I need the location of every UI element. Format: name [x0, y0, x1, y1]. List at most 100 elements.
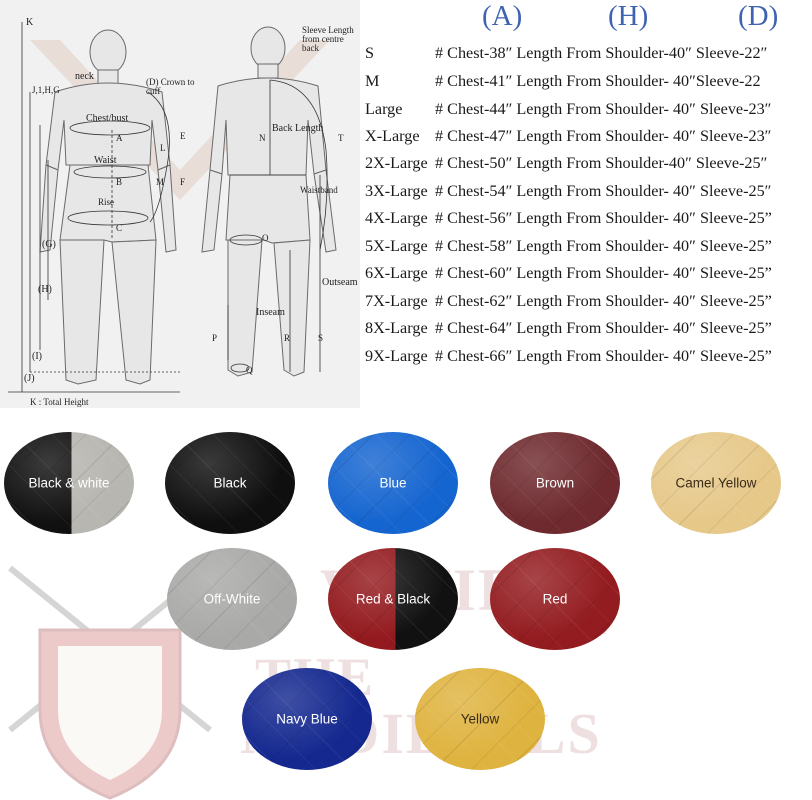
label-t: T	[338, 133, 344, 143]
label-s: S	[318, 333, 324, 343]
size-spec: # Chest-38″ Length From Shoulder-40″ Sle…	[435, 44, 768, 62]
quilt-texture	[165, 432, 295, 534]
size-label: 5X-Large	[365, 237, 428, 255]
size-row: S # Chest-38″ Length From Shoulder-40″ Sl…	[362, 44, 812, 68]
swatch-label: Brown	[535, 475, 575, 491]
label-r: R	[284, 333, 291, 343]
size-row: Large # Chest-44″ Length From Shoulder- 4…	[362, 100, 812, 124]
size-label: 9X-Large	[365, 347, 428, 365]
measurement-diagram: K J,1,H,G neck (D) Crown to cuff Chest/b…	[0, 0, 360, 408]
label-rise: Rise	[98, 197, 115, 207]
swatch-red[interactable]: Red	[490, 548, 620, 650]
label-crown-to-cuff: (D) Crown to cuff	[146, 77, 195, 96]
label-neck: neck	[75, 71, 94, 82]
size-row: 6X-Large# Chest-60″ Length From Shoulder…	[362, 264, 812, 288]
quilt-texture	[328, 432, 458, 534]
size-row: 8X-Large # Chest-64″ Length From Shoulder…	[362, 319, 812, 343]
label-o: O	[262, 233, 269, 243]
label-outseam: Outseam	[322, 277, 358, 288]
size-row: 7X-Large# Chest-62″ Length From Shoulder…	[362, 292, 812, 316]
swatch-red-black[interactable]: Red & Black	[328, 548, 458, 650]
size-label: X-Large	[365, 127, 420, 145]
size-spec: # Chest-60″ Length From Shoulder- 40″ Sl…	[435, 264, 772, 282]
size-label: 4X-Large	[365, 209, 428, 227]
quilt-texture	[328, 548, 458, 650]
quilt-texture	[415, 668, 545, 770]
label-p: P	[212, 333, 218, 343]
header-length: (H)	[608, 0, 649, 32]
size-chart-table: (A) (H) (D) S# Chest-38″ Length From Sho…	[362, 0, 812, 380]
label-i: (I)	[32, 351, 42, 362]
size-spec: # Chest-58″ Length From Shoulder- 40″ Sl…	[435, 237, 772, 255]
size-label: 3X-Large	[365, 182, 428, 200]
quilt-texture	[167, 548, 297, 650]
label-f: F	[180, 177, 186, 187]
swatch-blue[interactable]: Blue	[328, 432, 458, 534]
body-figures-illustration	[8, 22, 337, 393]
swatch-label: Red	[542, 591, 568, 607]
swatch-navy-blue[interactable]: Navy Blue	[242, 668, 372, 770]
header-chest: (A)	[482, 0, 523, 32]
swatch-camel-yellow[interactable]: Camel Yellow	[651, 432, 781, 534]
size-row: 2X-Large # Chest-50″ Length From Shoulder…	[362, 154, 812, 178]
label-waist: Waist	[94, 155, 117, 166]
size-spec: # Chest-41″ Length From Shoulder- 40″Sle…	[435, 72, 761, 90]
swatch-black[interactable]: Black	[165, 432, 295, 534]
label-j: (J)	[24, 373, 35, 384]
size-label: 2X-Large	[365, 154, 428, 172]
label-back-length: Back Length	[272, 123, 324, 134]
size-row: 3X-Large # Chest-54″ Length From Shoulder…	[362, 182, 812, 206]
label-m: M	[156, 177, 165, 187]
swatch-black-white[interactable]: Black & white	[4, 432, 134, 534]
swatch-label: Off-White	[203, 591, 261, 607]
size-row: X-Large # Chest-47″ Length From Shoulder-…	[362, 127, 812, 151]
size-row: 4X-Large # Chest-56″ Length From Shoulder…	[362, 209, 812, 233]
swatch-label: Black & white	[28, 475, 110, 491]
size-spec: # Chest-44″ Length From Shoulder- 40″ Sl…	[435, 100, 772, 118]
size-label: 8X-Large	[365, 319, 428, 337]
label-sleeve-length: Sleeve Length from centre back	[302, 25, 354, 53]
size-spec: # Chest-47″ Length From Shoulder- 40″ Sl…	[435, 127, 772, 145]
label-e: E	[180, 131, 186, 141]
swatch-yellow[interactable]: Yellow	[415, 668, 545, 770]
label-inseam: Inseam	[256, 307, 285, 318]
size-spec: # Chest-50″ Length From Shoulder-40″ Sle…	[435, 154, 768, 172]
swatch-brown[interactable]: Brown	[490, 432, 620, 534]
size-row: M # Chest-41″ Length From Shoulder- 40″Sl…	[362, 72, 812, 96]
swatch-label: Red & Black	[355, 591, 431, 607]
size-spec: # Chest-54″ Length From Shoulder- 40″ Sl…	[435, 182, 772, 200]
label-c: C	[116, 223, 123, 233]
swatch-label: Navy Blue	[276, 711, 338, 727]
size-row: 5X-Large # Chest-58″ Length From Shoulder…	[362, 237, 812, 261]
swatch-label: Blue	[379, 475, 407, 491]
size-label: S	[365, 44, 375, 62]
swatch-label: Camel Yellow	[675, 475, 757, 491]
size-row: 9X-Large # Chest-66″ Length From Shoulder…	[362, 347, 812, 371]
swatch-label: Black	[213, 475, 247, 491]
swatch-off-white[interactable]: Off-White	[167, 548, 297, 650]
label-n: N	[259, 133, 266, 143]
quilt-texture	[242, 668, 372, 770]
quilt-texture	[4, 432, 134, 534]
label-b: B	[116, 177, 123, 187]
label-l: L	[160, 143, 166, 153]
size-label: Large	[365, 100, 403, 118]
size-label: M	[365, 72, 380, 90]
size-spec: # Chest-56″ Length From Shoulder- 40″ Sl…	[435, 209, 772, 227]
label-a: A	[116, 133, 123, 143]
quilt-texture	[651, 432, 781, 534]
label-h: (H)	[38, 284, 52, 295]
label-k-total: K : Total Height	[30, 397, 89, 407]
size-spec: # Chest-66″ Length From Shoulder- 40″ Sl…	[435, 347, 772, 365]
size-spec: # Chest-64″ Length From Shoulder- 40″ Sl…	[435, 319, 772, 337]
quilt-texture	[490, 432, 620, 534]
size-label: 7X-Large	[365, 292, 428, 310]
label-j1hg: J,1,H,G	[32, 85, 60, 95]
label-g: (G)	[42, 239, 56, 250]
swatch-label: Yellow	[460, 711, 500, 727]
label-waistband: Waistband	[300, 185, 338, 195]
quilt-texture	[490, 548, 620, 650]
label-q: Q	[246, 365, 253, 375]
label-k: K	[26, 17, 34, 28]
